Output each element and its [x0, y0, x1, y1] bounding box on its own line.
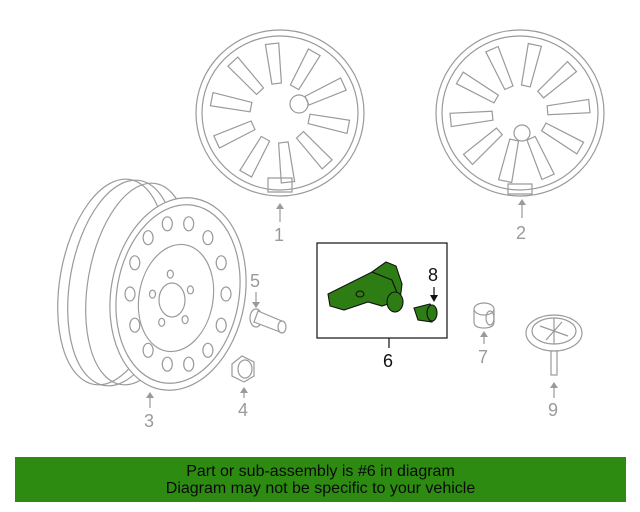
vent-hole	[220, 286, 232, 302]
info-banner: Part or sub-assembly is #6 in diagram Di…	[15, 457, 626, 502]
lug-hole	[181, 315, 189, 325]
spoke-window	[307, 113, 351, 135]
vent-hole	[202, 230, 214, 246]
valve-cap-drawing[interactable]	[473, 302, 495, 329]
wheel-stud-drawing[interactable]	[249, 308, 287, 334]
spoke-window	[536, 60, 578, 99]
steel-wheel-drawing[interactable]	[43, 171, 261, 402]
callout-2: 2	[516, 223, 527, 243]
arrow-4	[240, 387, 248, 393]
spoke-window	[277, 141, 296, 184]
lug-hole	[166, 269, 174, 279]
callout-9: 9	[548, 400, 559, 420]
lug-hole	[158, 317, 166, 327]
spoke-window	[449, 110, 494, 128]
arrow-9	[550, 382, 558, 388]
banner-line-1: Part or sub-assembly is #6 in diagram	[186, 462, 455, 480]
arrow-8	[430, 295, 438, 302]
spoke-window	[540, 122, 585, 155]
vent-hole	[202, 342, 214, 358]
callout-5: 5	[250, 271, 261, 291]
tpms-assembly-box	[316, 242, 448, 339]
spoke-window	[462, 127, 504, 166]
vent-hole	[124, 286, 136, 302]
spoke-window	[455, 71, 500, 104]
callout-7: 7	[478, 347, 489, 367]
spoke-window	[295, 130, 333, 170]
hub-cap-drawing[interactable]	[525, 314, 583, 376]
arrow-7	[480, 331, 488, 337]
spoke-window	[304, 77, 348, 106]
tpms-sensor-drawing[interactable]	[327, 261, 404, 313]
spoke-window	[520, 42, 543, 88]
wheel-cover-2-drawing[interactable]	[435, 29, 605, 197]
spoke-window	[264, 42, 283, 85]
spoke-window	[546, 98, 591, 116]
arrow-3	[146, 392, 154, 398]
spoke-window	[526, 135, 556, 181]
arrow-5	[252, 302, 260, 308]
banner-line-2: Diagram may not be specific to your vehi…	[165, 479, 476, 497]
vent-hole	[142, 342, 154, 358]
vent-hole	[215, 317, 227, 333]
callout-1: 1	[274, 225, 285, 245]
lug-hole	[186, 285, 194, 295]
vent-hole	[129, 317, 141, 333]
vent-hole	[183, 216, 195, 232]
callout-8: 8	[428, 265, 439, 285]
spoke-window	[227, 56, 265, 96]
lug-hole	[148, 289, 157, 299]
spoke-window	[212, 120, 256, 149]
wheel-cover-1-drawing[interactable]	[195, 29, 365, 197]
spoke-window	[484, 45, 514, 91]
sensor-valve-drawing[interactable]	[413, 303, 438, 323]
lug-nut-drawing[interactable]	[231, 355, 255, 383]
vent-hole	[161, 356, 173, 372]
vent-hole	[142, 230, 154, 246]
vent-hole	[129, 255, 141, 271]
callout-3: 3	[144, 411, 155, 431]
spoke-window	[497, 138, 520, 184]
spoke-window	[209, 91, 253, 113]
callout-4: 4	[238, 400, 249, 420]
spoke-window	[239, 135, 271, 178]
arrow-2	[518, 199, 526, 205]
callout-6: 6	[383, 351, 394, 371]
spoke-window	[289, 48, 321, 91]
vent-hole	[183, 356, 195, 372]
vent-hole	[215, 255, 227, 271]
arrow-1	[276, 203, 284, 209]
vent-hole	[161, 216, 173, 232]
